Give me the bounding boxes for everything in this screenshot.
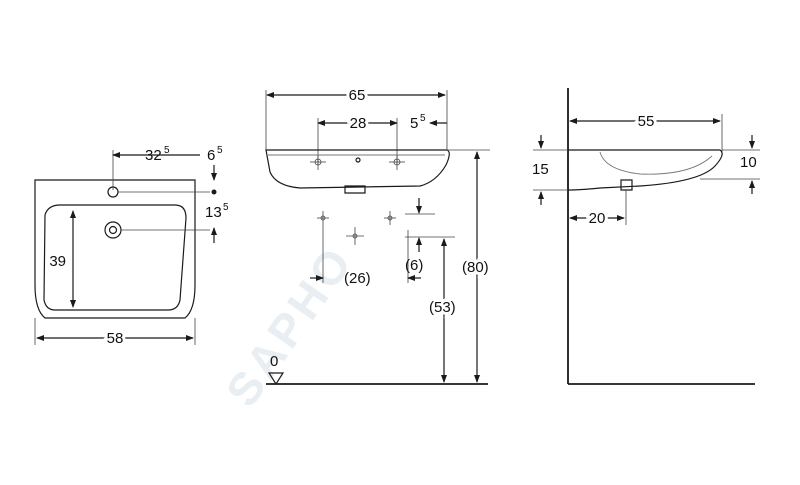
dim-top-offset: 6 [207,147,215,164]
floor-level-marker-icon [267,372,285,386]
dim-height-to-top: (80) [462,259,489,276]
dim-drain-offset: 13 [205,204,222,221]
drain-outer-icon [104,221,122,239]
fixing-marker-left [310,155,326,170]
dim-rim-height: 10 [740,154,757,171]
dim-fixing-distance: 28 [350,115,367,132]
front-view: 32 5 6 5 13 5 39 58 [34,145,229,350]
dim-drain-from-wall: 20 [589,210,606,227]
dim-top-offset-sup: 5 [217,145,223,156]
dim-mount-offset: (6) [405,257,423,274]
dim-height-to-mount: (53) [429,299,456,316]
dim-height: 39 [49,253,66,270]
bowl-outline [43,204,187,311]
overflow-slot [344,185,366,194]
dim-fixing-offset-sup: 5 [420,113,426,124]
mount-point-right [384,211,396,225]
dim-depth: 55 [638,113,655,130]
side-view: 65 28 5 5 [265,84,492,386]
drain-profile [620,179,633,191]
dim-overall-width: 65 [349,87,366,104]
profile-view: 55 15 10 20 [532,88,760,385]
dim-width: 58 [107,330,124,347]
dim-mount-spacing: (26) [344,270,371,287]
basin-side-outline [265,149,450,189]
dim-drain-offset-sup: 5 [223,202,229,213]
floor-level-label: 0 [270,353,278,370]
dim-fixing-offset: 5 [410,115,418,132]
basin-outline [34,179,196,319]
watermark-text: SAPHO [216,236,364,416]
dim-tap-offset-sup: 5 [164,145,170,156]
dim-tap-offset: 32 [145,147,162,164]
mount-point-center [346,227,364,245]
fixing-marker-right [389,155,405,170]
basin-profile-outline [567,149,723,191]
mount-point-left [317,211,329,225]
drain-inner-icon [108,225,118,235]
dim-front-thickness: 15 [532,161,549,178]
